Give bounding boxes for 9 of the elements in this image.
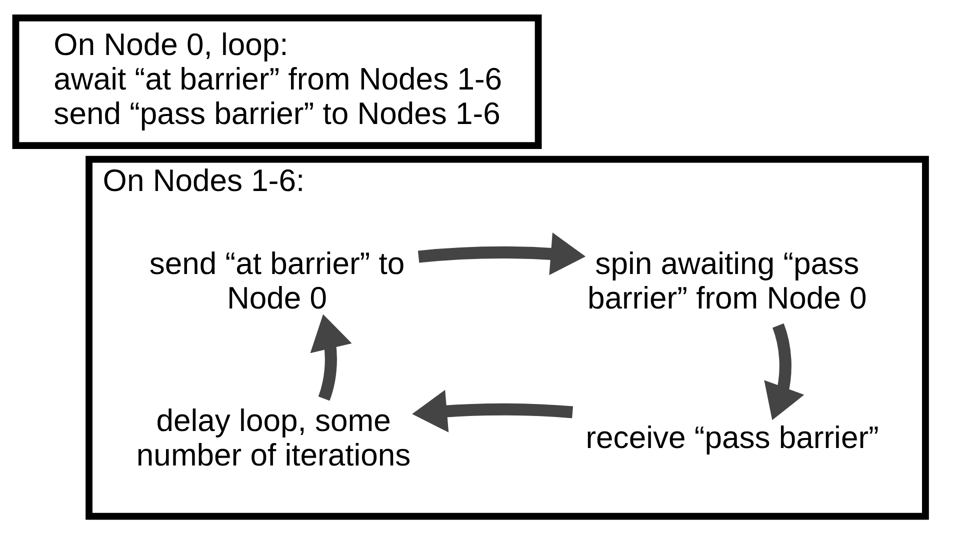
node-text: send “at barrier” to Node 0	[149, 246, 405, 316]
arrow	[418, 232, 586, 276]
node-text: delay loop, some number of iterations	[136, 402, 411, 472]
arrow	[764, 324, 804, 420]
arrow	[412, 390, 573, 432]
node-text: spin awaiting “pass barrier” from Node 0	[587, 246, 867, 316]
arrow	[310, 314, 352, 401]
node-box: On Node 0, loop: await “at barrier” from Nodes 1-6 send “pass barrier” to Nodes 1-6	[12, 14, 542, 149]
node-text: receive “pass barrier”	[586, 420, 879, 456]
